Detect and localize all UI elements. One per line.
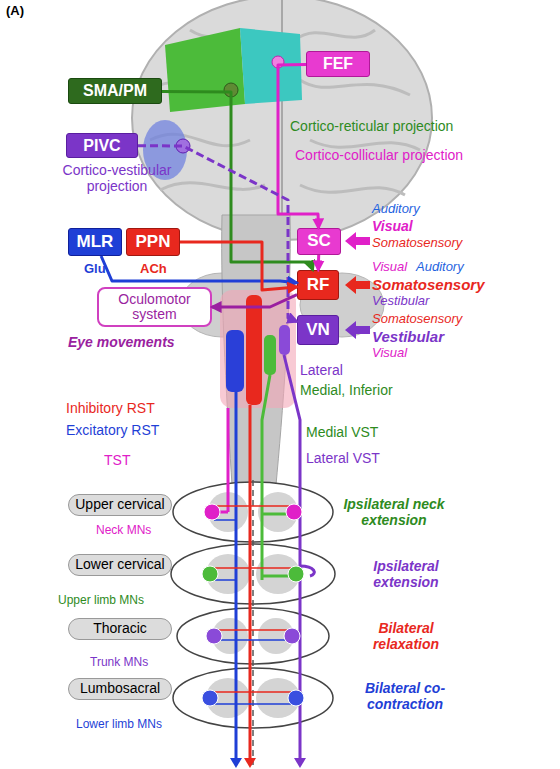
node-text: FEF bbox=[323, 55, 353, 73]
node-text: Lower cervical bbox=[75, 557, 164, 572]
node-text: VN bbox=[306, 321, 330, 340]
annotation-label: Excitatory RST bbox=[66, 422, 206, 438]
level-box: Lumbosacral bbox=[68, 678, 172, 700]
node-text: PPN bbox=[136, 233, 171, 252]
projection-connector bbox=[317, 255, 320, 270]
level-box: Lower cervical bbox=[68, 554, 172, 576]
annotation-label: Visual bbox=[372, 260, 422, 275]
annotation-label: Trunk MNs bbox=[90, 656, 180, 670]
node-text: SC bbox=[307, 232, 331, 251]
annotation-label: Auditory bbox=[416, 260, 496, 275]
node-text: Lumbosacral bbox=[80, 681, 160, 696]
annotation-label: TST bbox=[104, 452, 144, 468]
annotation-label: Upper limb MNs bbox=[58, 594, 178, 608]
annotation-label: Vestibular bbox=[372, 294, 472, 309]
annotation-label: Somatosensory bbox=[372, 276, 532, 293]
node-text: PIVC bbox=[83, 137, 120, 155]
annotation-label: Cortico-vestibular projection bbox=[62, 162, 172, 194]
level-box: Thoracic bbox=[68, 618, 172, 640]
projection-connector bbox=[212, 295, 297, 307]
area-box: SMA/PM bbox=[68, 78, 162, 104]
nucleus-box: MLR bbox=[68, 228, 122, 256]
area-box: PIVC bbox=[66, 133, 138, 158]
annotation-label: Somatosensory bbox=[372, 312, 502, 327]
node-text: Upper cervical bbox=[75, 497, 164, 512]
annotation-label: Visual bbox=[372, 346, 452, 361]
area-box: FEF bbox=[306, 51, 370, 77]
nucleus-box: PPN bbox=[126, 228, 180, 256]
node-text: SMA/PM bbox=[83, 82, 147, 100]
annotation-label: Neck MNs bbox=[96, 524, 186, 538]
annotation-label: Cortico-reticular projection bbox=[290, 118, 550, 134]
annotation-label: (A) bbox=[6, 4, 46, 19]
projection-connector bbox=[278, 65, 319, 229]
node-text: Oculomotor system bbox=[99, 292, 210, 323]
annotation-label: Ipsilateral extension bbox=[346, 558, 466, 590]
projection-connector bbox=[162, 91, 313, 270]
annotation-label: Inhibitory RST bbox=[66, 400, 206, 416]
annotation-label: Lateral VST bbox=[306, 450, 426, 466]
node-text: MLR bbox=[77, 233, 114, 252]
annotation-label: Medial VST bbox=[306, 424, 426, 440]
level-box: Upper cervical bbox=[68, 494, 172, 516]
system-box: Oculomotor system bbox=[97, 287, 212, 327]
annotation-label: Vestibular bbox=[372, 328, 502, 345]
annotation-label: Glu bbox=[84, 262, 124, 277]
nucleus-box: VN bbox=[297, 315, 339, 345]
annotation-label: Medial, Inferior bbox=[300, 382, 440, 398]
annotation-label: Cortico-collicular projection bbox=[295, 147, 555, 163]
annotation-label: Somatosensory bbox=[372, 236, 502, 251]
annotation-label: Lateral bbox=[300, 362, 380, 378]
projection-connector bbox=[180, 242, 297, 290]
annotation-label: Visual bbox=[372, 218, 472, 234]
annotation-label: Bilateral co-contraction bbox=[340, 680, 470, 712]
nucleus-box: SC bbox=[297, 228, 341, 255]
nucleus-box: RF bbox=[297, 270, 339, 300]
annotation-label: Lower limb MNs bbox=[76, 718, 196, 732]
annotation-label: Ipsilateral neck extension bbox=[338, 496, 450, 528]
annotation-label: ACh bbox=[140, 262, 180, 277]
projection-connector bbox=[138, 146, 297, 322]
projection-connector bbox=[101, 256, 297, 283]
annotation-label: Auditory bbox=[372, 202, 472, 217]
annotation-label: Eye movements bbox=[68, 334, 228, 350]
node-text: RF bbox=[307, 276, 330, 295]
node-text: Thoracic bbox=[93, 621, 147, 636]
annotation-label: Bilateral relaxation bbox=[346, 620, 466, 652]
